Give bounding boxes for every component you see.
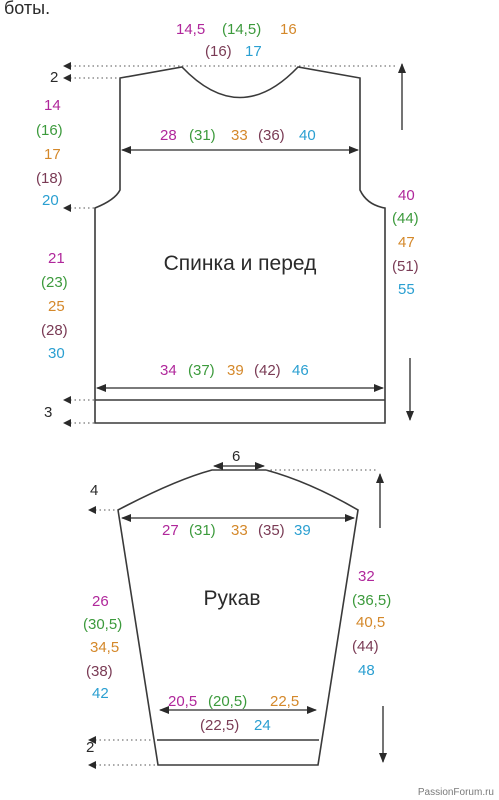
cuff-size-a: 20,5 [168, 693, 197, 710]
sleeve-top-size-c: 33 [231, 522, 248, 539]
armhole-size-c: 17 [44, 146, 61, 163]
sleeve-guides [95, 469, 376, 766]
body-guides [70, 65, 398, 424]
shoulder-drop-label: 2 [50, 69, 58, 86]
side-size-a: 21 [48, 250, 65, 267]
sleeve-side-size-c: 34,5 [90, 639, 119, 656]
hem-size-b: (37) [188, 362, 215, 379]
side-size-e: 30 [48, 345, 65, 362]
body-length-size-b: (44) [392, 210, 419, 227]
chest-size-c: 33 [231, 127, 248, 144]
sleeve-side-size-b: (30,5) [83, 616, 122, 633]
neck-size-d: (16) [205, 43, 232, 60]
hem-size-a: 34 [160, 362, 177, 379]
caption-text: боты. [4, 0, 50, 18]
body-length-size-c: 47 [398, 234, 415, 251]
neck-size-a: 14,5 [176, 21, 205, 38]
neck-size-c: 16 [280, 21, 297, 38]
cuff-size-b: (20,5) [208, 693, 247, 710]
side-size-c: 25 [48, 298, 65, 315]
watermark-text: PassionForum.ru [418, 787, 494, 798]
cuff-size-d: (22,5) [200, 717, 239, 734]
armhole-size-b: (16) [36, 122, 63, 139]
body-length-size-e: 55 [398, 281, 415, 298]
sleeve-length-size-d: (44) [352, 638, 379, 655]
chest-size-a: 28 [160, 127, 177, 144]
chest-size-d: (36) [258, 127, 285, 144]
hem-size-e: 46 [292, 362, 309, 379]
body-outline [94, 66, 386, 424]
sleeve-rib-label: 2 [86, 739, 94, 756]
hem-size-d: (42) [254, 362, 281, 379]
sleeve-side-size-e: 42 [92, 685, 109, 702]
armhole-size-a: 14 [44, 97, 61, 114]
sleeve-length-size-c: 40,5 [356, 614, 385, 631]
sleeve-side-size-d: (38) [86, 663, 113, 680]
side-size-d: (28) [41, 322, 68, 339]
sleeve-top-size-e: 39 [294, 522, 311, 539]
sleeve-top-size-b: (31) [189, 522, 216, 539]
cap-height-label: 4 [90, 482, 98, 499]
chest-size-e: 40 [299, 127, 316, 144]
cuff-size-e: 24 [254, 717, 271, 734]
armhole-size-d: (18) [36, 170, 63, 187]
body-rib-label: 3 [44, 404, 52, 421]
armhole-size-e: 20 [42, 192, 59, 209]
sleeve-piece-title: Рукав [204, 587, 261, 610]
sleeve-left-arrowheads [88, 506, 96, 769]
sleeve-top-size-a: 27 [162, 522, 179, 539]
cap-top-label: 6 [232, 448, 240, 465]
side-size-b: (23) [41, 274, 68, 291]
chest-size-b: (31) [189, 127, 216, 144]
cuff-size-c: 22,5 [270, 693, 299, 710]
body-length-size-d: (51) [392, 258, 419, 275]
sleeve-side-size-a: 26 [92, 593, 109, 610]
sleeve-length-size-a: 32 [358, 568, 375, 585]
body-length-size-a: 40 [398, 187, 415, 204]
sleeve-length-size-b: (36,5) [352, 592, 391, 609]
neck-size-e: 17 [245, 43, 262, 60]
sleeve-top-size-d: (35) [258, 522, 285, 539]
sleeve-length-size-e: 48 [358, 662, 375, 679]
body-left-arrowheads [63, 62, 71, 427]
neck-size-b: (14,5) [222, 21, 261, 38]
body-piece-title: Спинка и перед [164, 252, 317, 275]
hem-size-c: 39 [227, 362, 244, 379]
